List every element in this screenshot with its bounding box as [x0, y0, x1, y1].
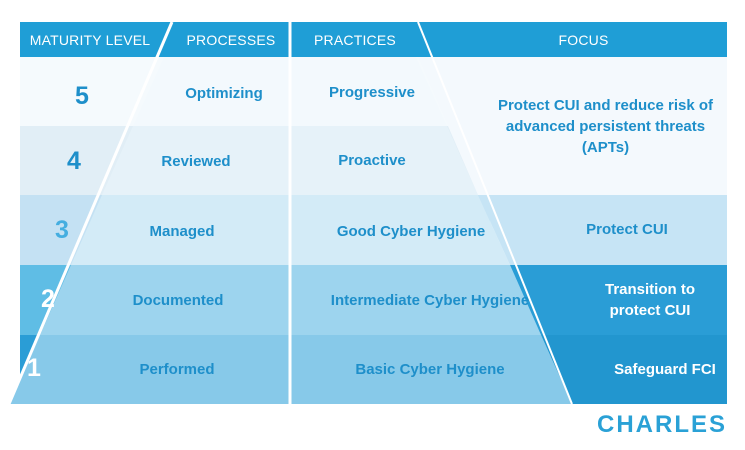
logo-text: CHARLES [597, 411, 728, 438]
bottom-white-mask [0, 404, 745, 450]
header-practices: PRACTICES [314, 31, 396, 48]
process-label-4: Reviewed [161, 152, 231, 170]
focus-block-2 [510, 265, 727, 335]
separator-left [7, 21, 174, 405]
focus-label-level-2: Transition to protect CUI [605, 281, 695, 319]
header-processes: PROCESSES [186, 31, 276, 48]
level-number-1: 1 [27, 353, 41, 382]
header-maturity-level: MATURITY LEVEL [29, 31, 151, 48]
practice-label-2: Intermediate Cyber Hygiene [330, 291, 530, 309]
separator-right [417, 21, 573, 405]
level-number-5: 5 [75, 81, 89, 110]
charles-logo: CHARLES [597, 410, 727, 440]
level-number-4: 4 [67, 146, 81, 175]
level-number-3: 3 [55, 215, 69, 244]
focus-label-levels-4-5: Protect CUI and reduce risk of advanced … [497, 96, 714, 156]
focus-block-3 [478, 195, 727, 265]
focus-label-level-1: Safeguard FCI [614, 360, 716, 378]
header-bar [20, 22, 727, 57]
level-number-2: 2 [41, 284, 55, 313]
practice-label-3: Good Cyber Hygiene [336, 222, 486, 240]
process-label-1: Performed [139, 360, 215, 378]
process-label-5: Optimizing [185, 84, 263, 102]
process-label-2: Documented [132, 291, 224, 309]
practice-label-4: Proactive [338, 151, 406, 169]
focus-label-level-3: Protect CUI [586, 220, 668, 238]
practice-label-1: Basic Cyber Hygiene [355, 360, 505, 378]
practice-label-5: Progressive [329, 83, 415, 101]
header-focus: FOCUS [558, 31, 609, 48]
focus-block-1 [541, 335, 727, 404]
focus-block-top [418, 57, 727, 195]
process-label-3: Managed [149, 222, 215, 240]
